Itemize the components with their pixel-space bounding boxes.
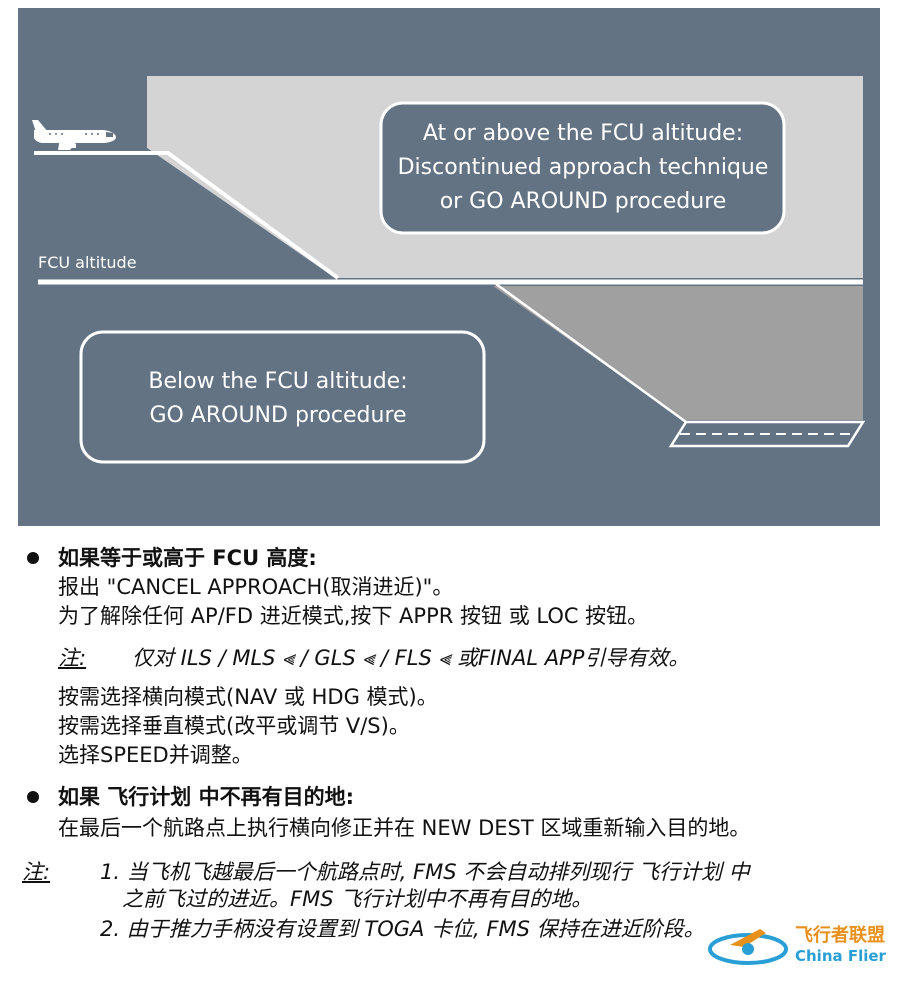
section2-line1: 在最后一个航路点上执行横向修正并在 NEW DEST 区域重新输入目的地。 [58, 816, 751, 840]
airplane-icon [32, 120, 116, 150]
bullet-icon [27, 791, 39, 803]
section1-line2: 为了解除任何 AP/FD 进近模式,按下 APPR 按钮 或 LOC 按钮。 [58, 604, 649, 628]
section1-line5: 选择SPEED并调整。 [58, 743, 253, 767]
watermark-en: China Flier [795, 947, 886, 965]
section1-note-label: 注: [58, 646, 87, 670]
section1-line3: 按需选择横向模式(NAV 或 HDG 模式)。 [58, 685, 438, 709]
bullet-icon [27, 552, 39, 564]
watermark-logo: 飞行者联盟 China Flier [700, 915, 895, 977]
descent-path [34, 151, 340, 280]
below-box-line2: GO AROUND procedure [149, 403, 406, 428]
watermark-swoosh-icon [708, 929, 788, 965]
below-box-line1: Below the FCU altitude: [148, 369, 407, 394]
watermark-cn: 飞行者联盟 [795, 925, 885, 946]
section1-heading: 如果等于或高于 FCU 高度: [58, 546, 317, 570]
below-fcu-box [79, 330, 486, 464]
section2-heading: 如果 飞行计划 中不再有目的地: [58, 785, 355, 809]
above-box-line1: At or above the FCU altitude: [423, 121, 743, 146]
descent-slope-area [36, 148, 335, 278]
fcu-altitude-label: FCU altitude [38, 253, 137, 272]
section2-note2: 2. 由于推力手柄没有设置到 TOGA 卡位, FMS 保持在进近阶段。 [100, 917, 705, 941]
approach-diagram: At or above the FCU altitude: Discontinu… [18, 8, 880, 526]
section2-note1-a: 1. 当飞机飞越最后一个航路点时, FMS 不会自动排列现行 飞行计划 中 [100, 860, 750, 884]
section1-line1: 报出 "CANCEL APPROACH(取消进近)"。 [58, 575, 454, 599]
above-box-line3: or GO AROUND procedure [440, 189, 727, 214]
above-fcu-box [379, 101, 786, 235]
section1-note-text: 仅对 ILS / MLS ⫷ / GLS ⫷ / FLS ⫷ 或FINAL AP… [132, 646, 690, 670]
below-fcu-area [493, 286, 863, 420]
above-box-line2: Discontinued approach technique [398, 155, 769, 180]
section2-note-label: 注: [22, 860, 51, 884]
runway-icon [668, 420, 866, 448]
final-approach-path [495, 282, 687, 424]
section1-line4: 按需选择垂直模式(改平或调节 V/S)。 [58, 714, 410, 738]
section2-note1-b: 之前飞过的进近。FMS 飞行计划中不再有目的地。 [122, 887, 593, 911]
